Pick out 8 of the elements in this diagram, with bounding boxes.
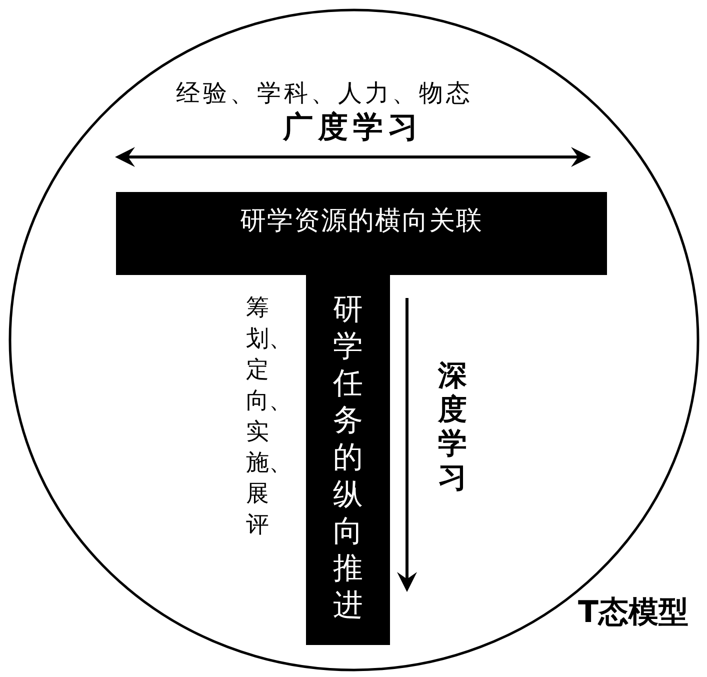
vertical-bar: 研学任务的纵向推进	[306, 275, 390, 645]
horizontal-bar: 研学资源的横向关联	[116, 192, 607, 275]
category-list: 经验、学科、人力、物态	[176, 80, 473, 108]
breadth-label: 广度学习	[283, 111, 423, 146]
depth-label: 深度学习	[438, 358, 468, 494]
circle-frame	[8, 8, 700, 672]
stage-list: 筹划、定向、实施、展评	[246, 293, 281, 541]
model-caption: T态模型	[578, 596, 688, 630]
